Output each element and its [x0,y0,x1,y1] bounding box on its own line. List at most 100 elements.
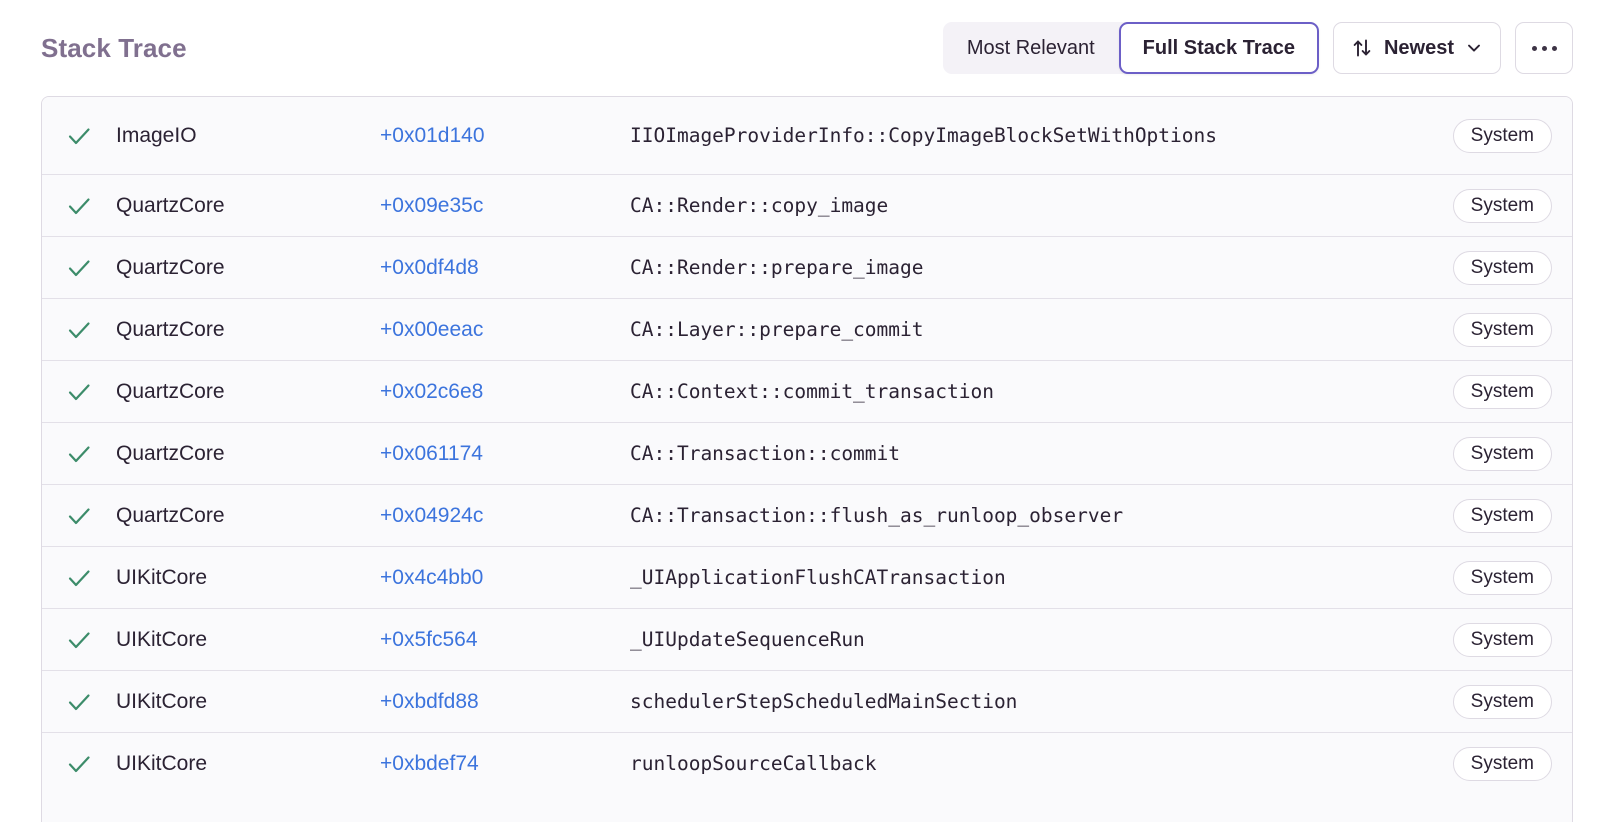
frame-package: QuartzCore [116,441,225,465]
check-icon [65,316,93,344]
frame-package: UIKitCore [116,565,208,589]
view-mode-segmented-control[interactable]: Most Relevant Full Stack Trace [942,22,1319,74]
check-icon [65,254,93,282]
check-icon [65,750,93,778]
frame-address[interactable]: +0x04924c [380,503,484,527]
frame-address[interactable]: +0x0df4d8 [380,255,479,279]
frame-package: QuartzCore [116,193,225,217]
table-row[interactable]: QuartzCore +0x0df4d8 CA::Render::prepare… [42,237,1572,299]
frame-status-cell [42,316,116,344]
status-badge: System [1452,312,1552,347]
frame-address[interactable]: +0x5fc564 [380,627,478,651]
check-icon [65,626,93,654]
check-icon [65,122,93,150]
frame-tag-cell: System [1402,747,1552,781]
table-row[interactable]: QuartzCore +0x04924c CA::Transaction::fl… [42,485,1572,547]
status-badge: System [1452,622,1552,657]
stack-trace-header: Stack Trace Most Relevant Full Stack Tra… [41,0,1573,96]
frame-address[interactable]: +0xbdef74 [380,752,479,775]
frame-package: ImageIO [116,123,197,147]
frame-function: _UIApplicationFlushCATransaction [630,565,1006,589]
check-icon [65,192,93,220]
frame-address[interactable]: +0x00eeac [380,317,484,341]
frame-package: UIKitCore [116,689,208,713]
table-row[interactable]: QuartzCore +0x061174 CA::Transaction::co… [42,423,1572,485]
status-badge: System [1452,747,1552,781]
frame-function: CA::Context::commit_transaction [630,379,994,403]
table-row[interactable]: QuartzCore +0x02c6e8 CA::Context::commit… [42,361,1572,423]
tab-full-stack-trace[interactable]: Full Stack Trace [1118,22,1319,74]
frame-tag-cell: System [1402,312,1552,347]
frame-status-cell [42,502,116,530]
check-icon [65,502,93,530]
frame-package: QuartzCore [116,503,225,527]
frame-function: CA::Transaction::flush_as_runloop_observ… [630,503,1124,527]
page-title: Stack Trace [41,33,187,63]
status-badge: System [1452,374,1552,409]
table-row[interactable]: QuartzCore +0x09e35c CA::Render::copy_im… [42,175,1572,237]
frame-status-cell [42,122,116,150]
frame-tag-cell: System [1402,498,1552,533]
header-actions: Most Relevant Full Stack Trace Newest [942,22,1573,74]
frame-address[interactable]: +0x09e35c [380,193,484,217]
frame-status-cell [42,688,116,716]
frame-package: QuartzCore [116,317,225,341]
frame-tag-cell: System [1402,436,1552,471]
frame-address[interactable]: +0x061174 [380,441,483,465]
table-row[interactable]: QuartzCore +0x00eeac CA::Layer::prepare_… [42,299,1572,361]
more-options-button[interactable] [1515,22,1573,74]
table-row[interactable]: UIKitCore +0x5fc564 _UIUpdateSequenceRun… [42,609,1572,671]
check-icon [65,688,93,716]
frame-tag-cell: System [1402,622,1552,657]
sort-dropdown[interactable]: Newest [1332,22,1501,74]
sort-arrows-icon [1351,37,1373,59]
status-badge: System [1452,498,1552,533]
frame-function: CA::Render::copy_image [630,193,889,217]
frame-function: schedulerStepScheduledMainSection [630,689,1018,713]
ellipsis-icon [1531,45,1557,51]
frame-status-cell [42,440,116,468]
frame-tag-cell: System [1402,684,1552,719]
chevron-down-icon [1465,39,1483,57]
frame-address[interactable]: +0x4c4bb0 [380,565,484,589]
status-badge: System [1452,436,1552,471]
frame-tag-cell: System [1402,374,1552,409]
table-row[interactable]: UIKitCore +0xbdfd88 schedulerStepSchedul… [42,671,1572,733]
frame-address[interactable]: +0xbdfd88 [380,689,479,713]
tab-most-relevant[interactable]: Most Relevant [943,22,1119,74]
frame-status-cell [42,192,116,220]
stack-frame-list: ImageIO +0x01d140 IIOImageProviderInfo::… [41,96,1573,822]
frame-function: CA::Render::prepare_image [630,255,924,279]
frame-package: QuartzCore [116,379,225,403]
frame-status-cell [42,254,116,282]
frame-function: _UIUpdateSequenceRun [630,627,865,651]
frame-package: UIKitCore [116,627,208,651]
table-row[interactable]: UIKitCore +0x4c4bb0 _UIApplicationFlushC… [42,547,1572,609]
sort-value-label: Newest [1383,36,1454,59]
status-badge: System [1452,188,1552,223]
frame-status-cell [42,564,116,592]
frame-package: QuartzCore [116,255,225,279]
frame-status-cell [42,750,116,778]
check-icon [65,440,93,468]
frame-status-cell [42,378,116,406]
status-badge: System [1452,250,1552,285]
frame-tag-cell: System [1402,250,1552,285]
frame-address[interactable]: +0x01d140 [380,123,485,147]
table-row[interactable]: ImageIO +0x01d140 IIOImageProviderInfo::… [42,97,1572,175]
frame-function: CA::Transaction::commit [630,441,901,465]
check-icon [65,378,93,406]
frame-function: runloopSourceCallback [630,752,877,776]
frame-package: UIKitCore [116,752,208,775]
frame-address[interactable]: +0x02c6e8 [380,379,484,403]
frame-tag-cell: System [1402,188,1552,223]
frame-tag-cell: System [1402,560,1552,595]
table-row[interactable]: UIKitCore +0xbdef74 runloopSourceCallbac… [42,733,1572,795]
status-badge: System [1452,560,1552,595]
status-badge: System [1452,118,1552,153]
status-badge: System [1452,684,1552,719]
frame-function: CA::Layer::prepare_commit [630,317,924,341]
frame-function: IIOImageProviderInfo::CopyImageBlockSetW… [630,123,1217,147]
frame-status-cell [42,626,116,654]
